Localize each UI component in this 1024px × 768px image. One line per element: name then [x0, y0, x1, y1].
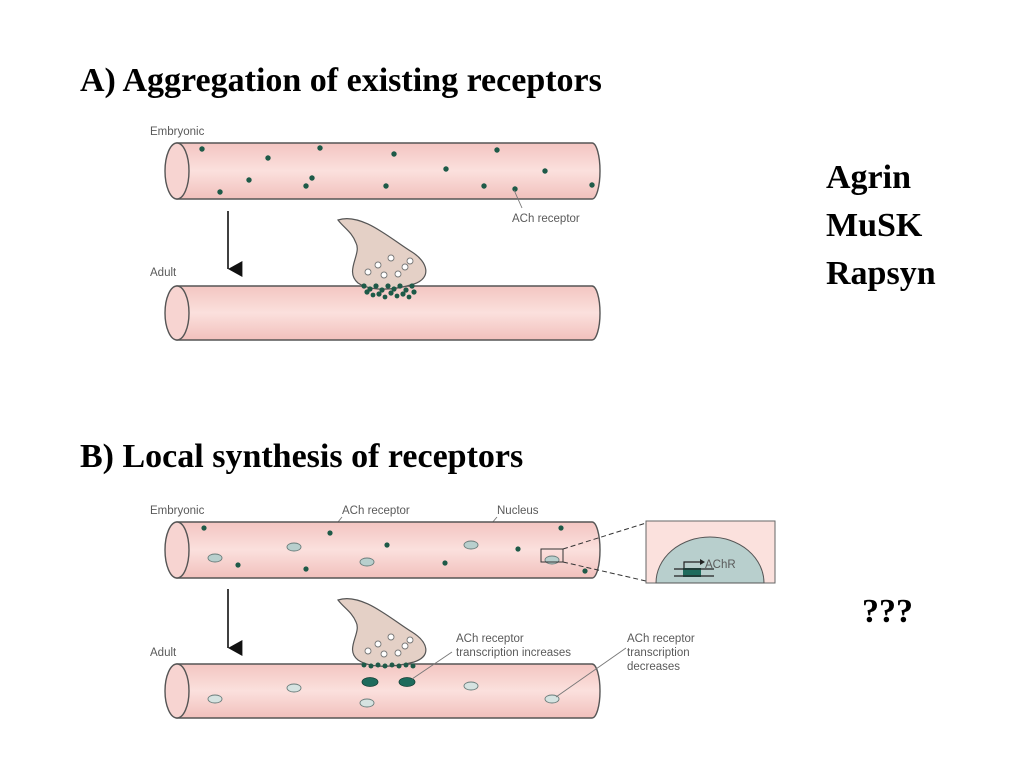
b-embryonic-label: Embryonic: [150, 505, 205, 517]
molecule-musk: MuSK: [826, 207, 923, 244]
b-embryonic-fiber: [164, 521, 601, 579]
a-embryonic-receptors: [199, 145, 595, 195]
a-adult-fiber: [164, 285, 601, 341]
b-decrease-label-line2: transcription: [627, 647, 690, 659]
achr-gene-label: AChR: [705, 559, 736, 571]
a-receptor-leader: [513, 189, 523, 209]
unknown-mechanism: ???: [862, 593, 913, 630]
b-adult-fiber: [164, 663, 601, 719]
b-decrease-label-line3: decreases: [627, 661, 680, 673]
a-embryonic-label: Embryonic: [150, 126, 205, 138]
b-synaptic-receptors: [361, 662, 416, 669]
molecule-list: Agrin MuSK Rapsyn: [826, 154, 936, 298]
b-zoom-line-top: [562, 522, 647, 550]
a-ach-receptor-label: ACh receptor: [512, 213, 580, 225]
a-embryonic-fiber: [164, 142, 601, 200]
molecule-agrin: Agrin: [826, 159, 911, 196]
section-b-title: B) Local synthesis of receptors: [80, 438, 524, 475]
b-increase-leader: [411, 651, 453, 680]
b-zoom-box: [540, 548, 564, 563]
b-nerve-terminal: [337, 598, 427, 667]
b-ach-receptor-label: ACh receptor: [342, 505, 410, 517]
b-decrease-label-line1: ACh receptor: [627, 633, 695, 645]
a-nerve-terminal: [337, 218, 427, 290]
b-increase-label-line2: transcription increases: [456, 647, 571, 659]
b-embryonic-receptors: [201, 525, 588, 574]
b-nucleus-inset: AChR: [645, 520, 776, 584]
molecule-rapsyn: Rapsyn: [826, 255, 936, 292]
transcription-arrowhead: [700, 559, 705, 565]
b-synaptic-nuclei-active: [361, 677, 416, 687]
transcription-arrow: [683, 561, 700, 568]
achr-gene-block: [683, 568, 701, 577]
a-clustered-receptors: [361, 283, 417, 300]
b-increase-label-line1: ACh receptor: [456, 633, 524, 645]
a-adult-label: Adult: [150, 267, 177, 279]
b-zoom-line-bottom: [562, 561, 647, 582]
b-decrease-leader: [555, 647, 627, 698]
b-adult-label: Adult: [150, 647, 177, 659]
b-nucleus-label: Nucleus: [497, 505, 539, 517]
section-a-title: A) Aggregation of existing receptors: [80, 62, 602, 99]
b-extrasynaptic-nuclei: [207, 681, 560, 708]
